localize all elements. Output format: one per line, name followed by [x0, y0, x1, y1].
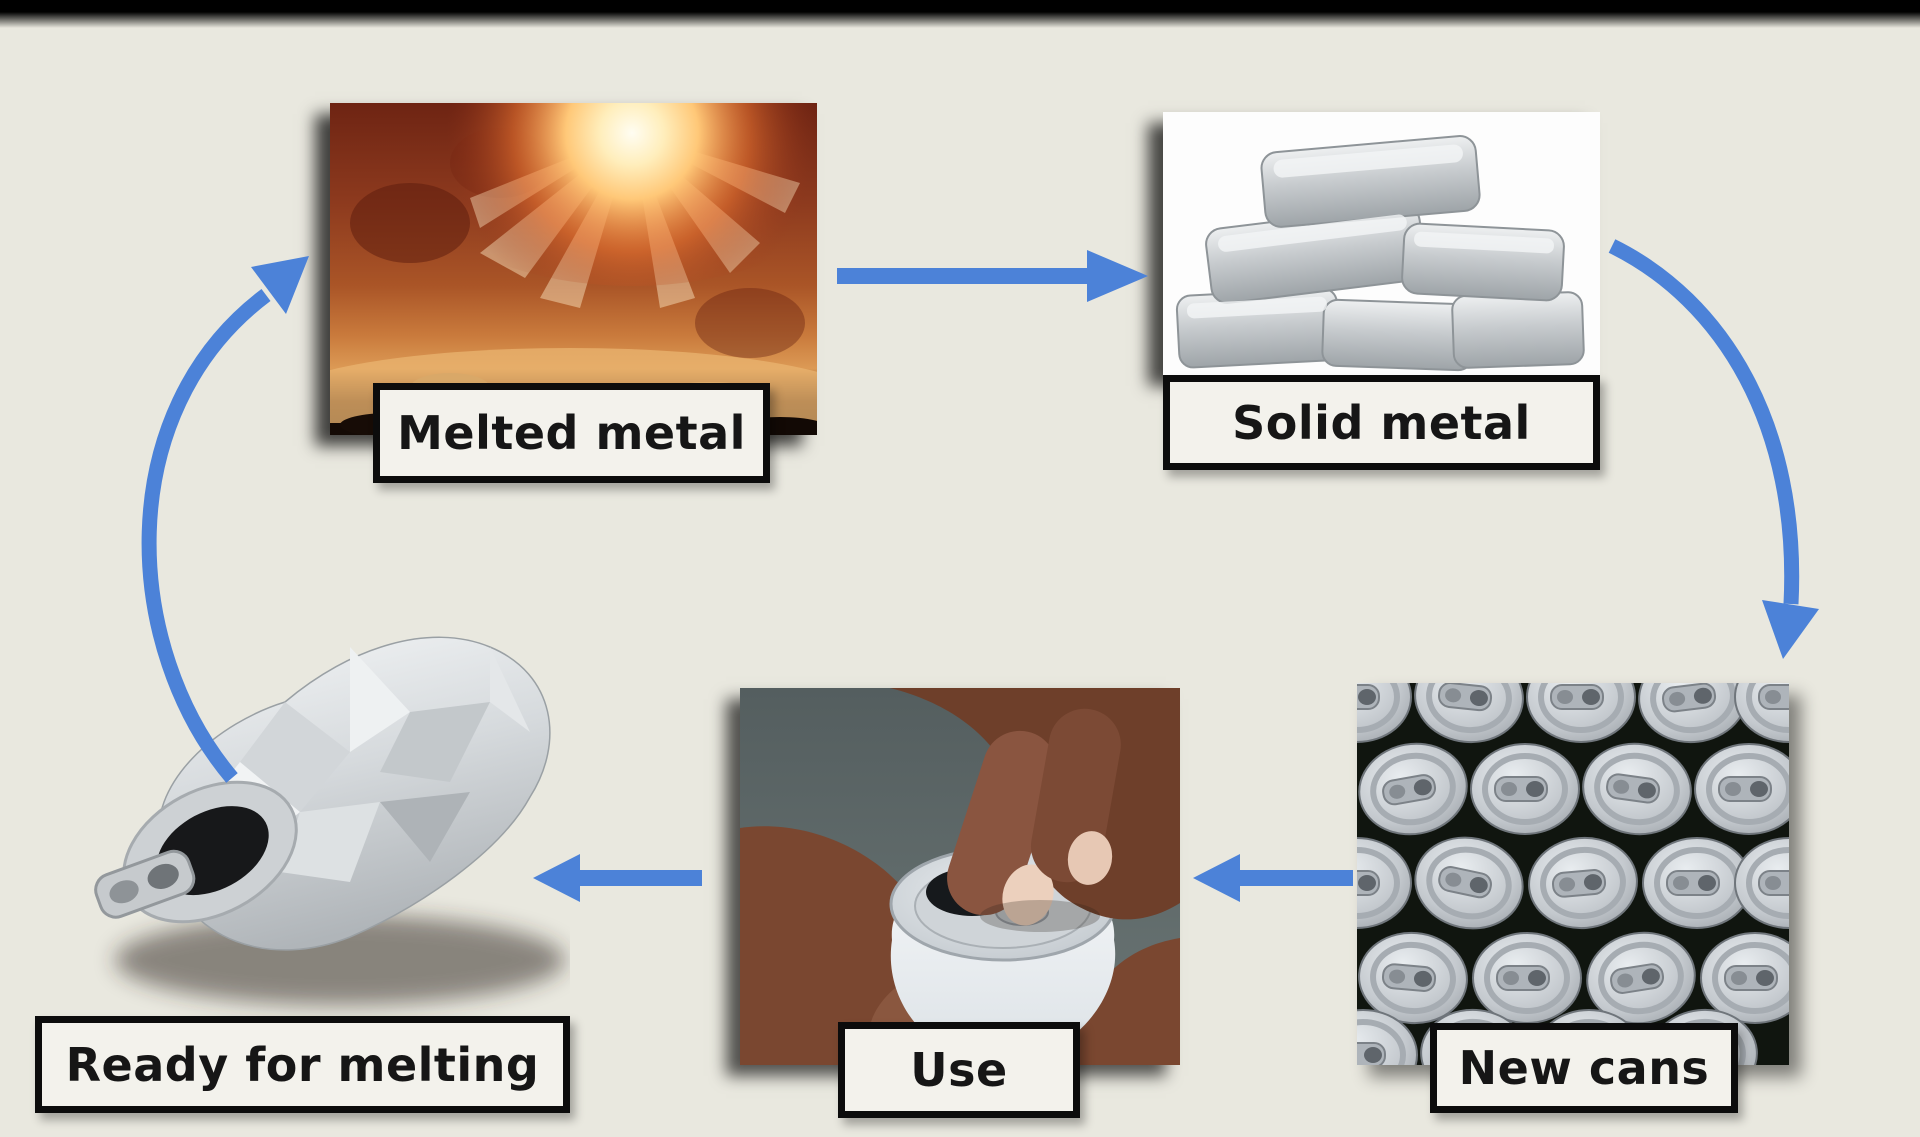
can-tops-illustration — [1357, 683, 1789, 1065]
label-melted-metal: Melted metal — [373, 383, 770, 483]
use-image — [740, 688, 1180, 1065]
arrow-new-cans-to-use — [1193, 854, 1353, 902]
top-black-bar — [0, 0, 1920, 28]
ingots-illustration — [1163, 112, 1600, 375]
label-new-cans: New cans — [1430, 1023, 1738, 1113]
label-ready-for-melting: Ready for melting — [35, 1016, 570, 1113]
solid-metal-image — [1163, 112, 1600, 375]
crushed-can-illustration — [94, 636, 565, 1005]
label-use: Use — [838, 1022, 1080, 1118]
new-cans-image — [1357, 683, 1789, 1065]
arrow-solid-to-new-cans — [1608, 239, 1819, 659]
ready-for-melting-image — [50, 552, 570, 1027]
label-solid-metal: Solid metal — [1163, 375, 1600, 470]
opening-can-illustration — [740, 688, 1180, 1065]
arrow-melted-to-solid — [837, 250, 1148, 302]
